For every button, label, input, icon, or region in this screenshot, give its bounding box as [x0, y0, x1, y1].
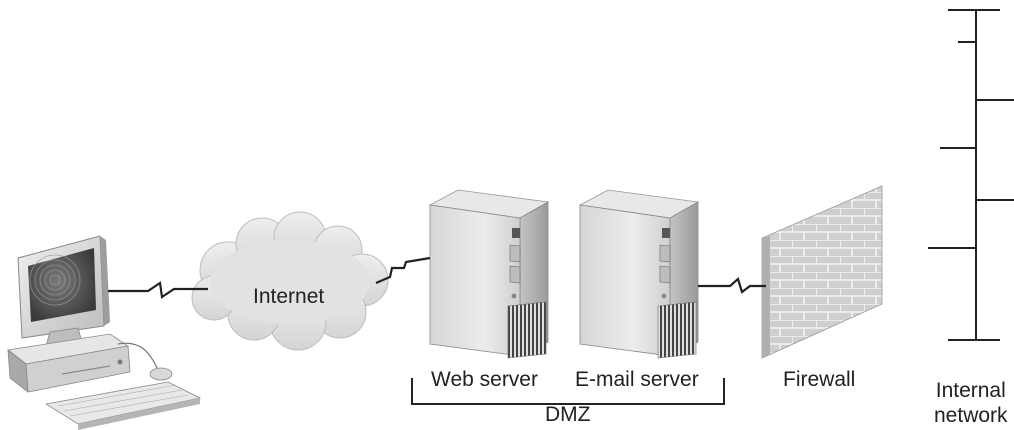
dmz-label: DMZ — [545, 403, 591, 426]
internet-label: Internet — [253, 285, 325, 308]
internal-network-label-line2: network — [934, 404, 1008, 427]
internal-network-bus — [928, 9, 1014, 341]
link-internet-webserver — [375, 256, 431, 285]
internal-network-label: Internal network — [934, 378, 1008, 428]
link-emailserver-firewall — [698, 277, 766, 294]
link-workstation-internet — [108, 281, 208, 299]
web-server-label: Web server — [431, 368, 538, 391]
web-server-icon — [428, 189, 550, 359]
connection-lines — [108, 256, 766, 299]
firewall-label: Firewall — [783, 368, 856, 391]
email-server-icon — [578, 189, 700, 359]
internal-network-label-line1: Internal — [935, 379, 1006, 402]
internet-cloud-icon — [191, 211, 389, 351]
firewall-icon — [761, 185, 883, 359]
workstation-icon — [7, 235, 202, 430]
dmz-bracket — [411, 378, 725, 405]
email-server-label: E-mail server — [575, 368, 699, 391]
